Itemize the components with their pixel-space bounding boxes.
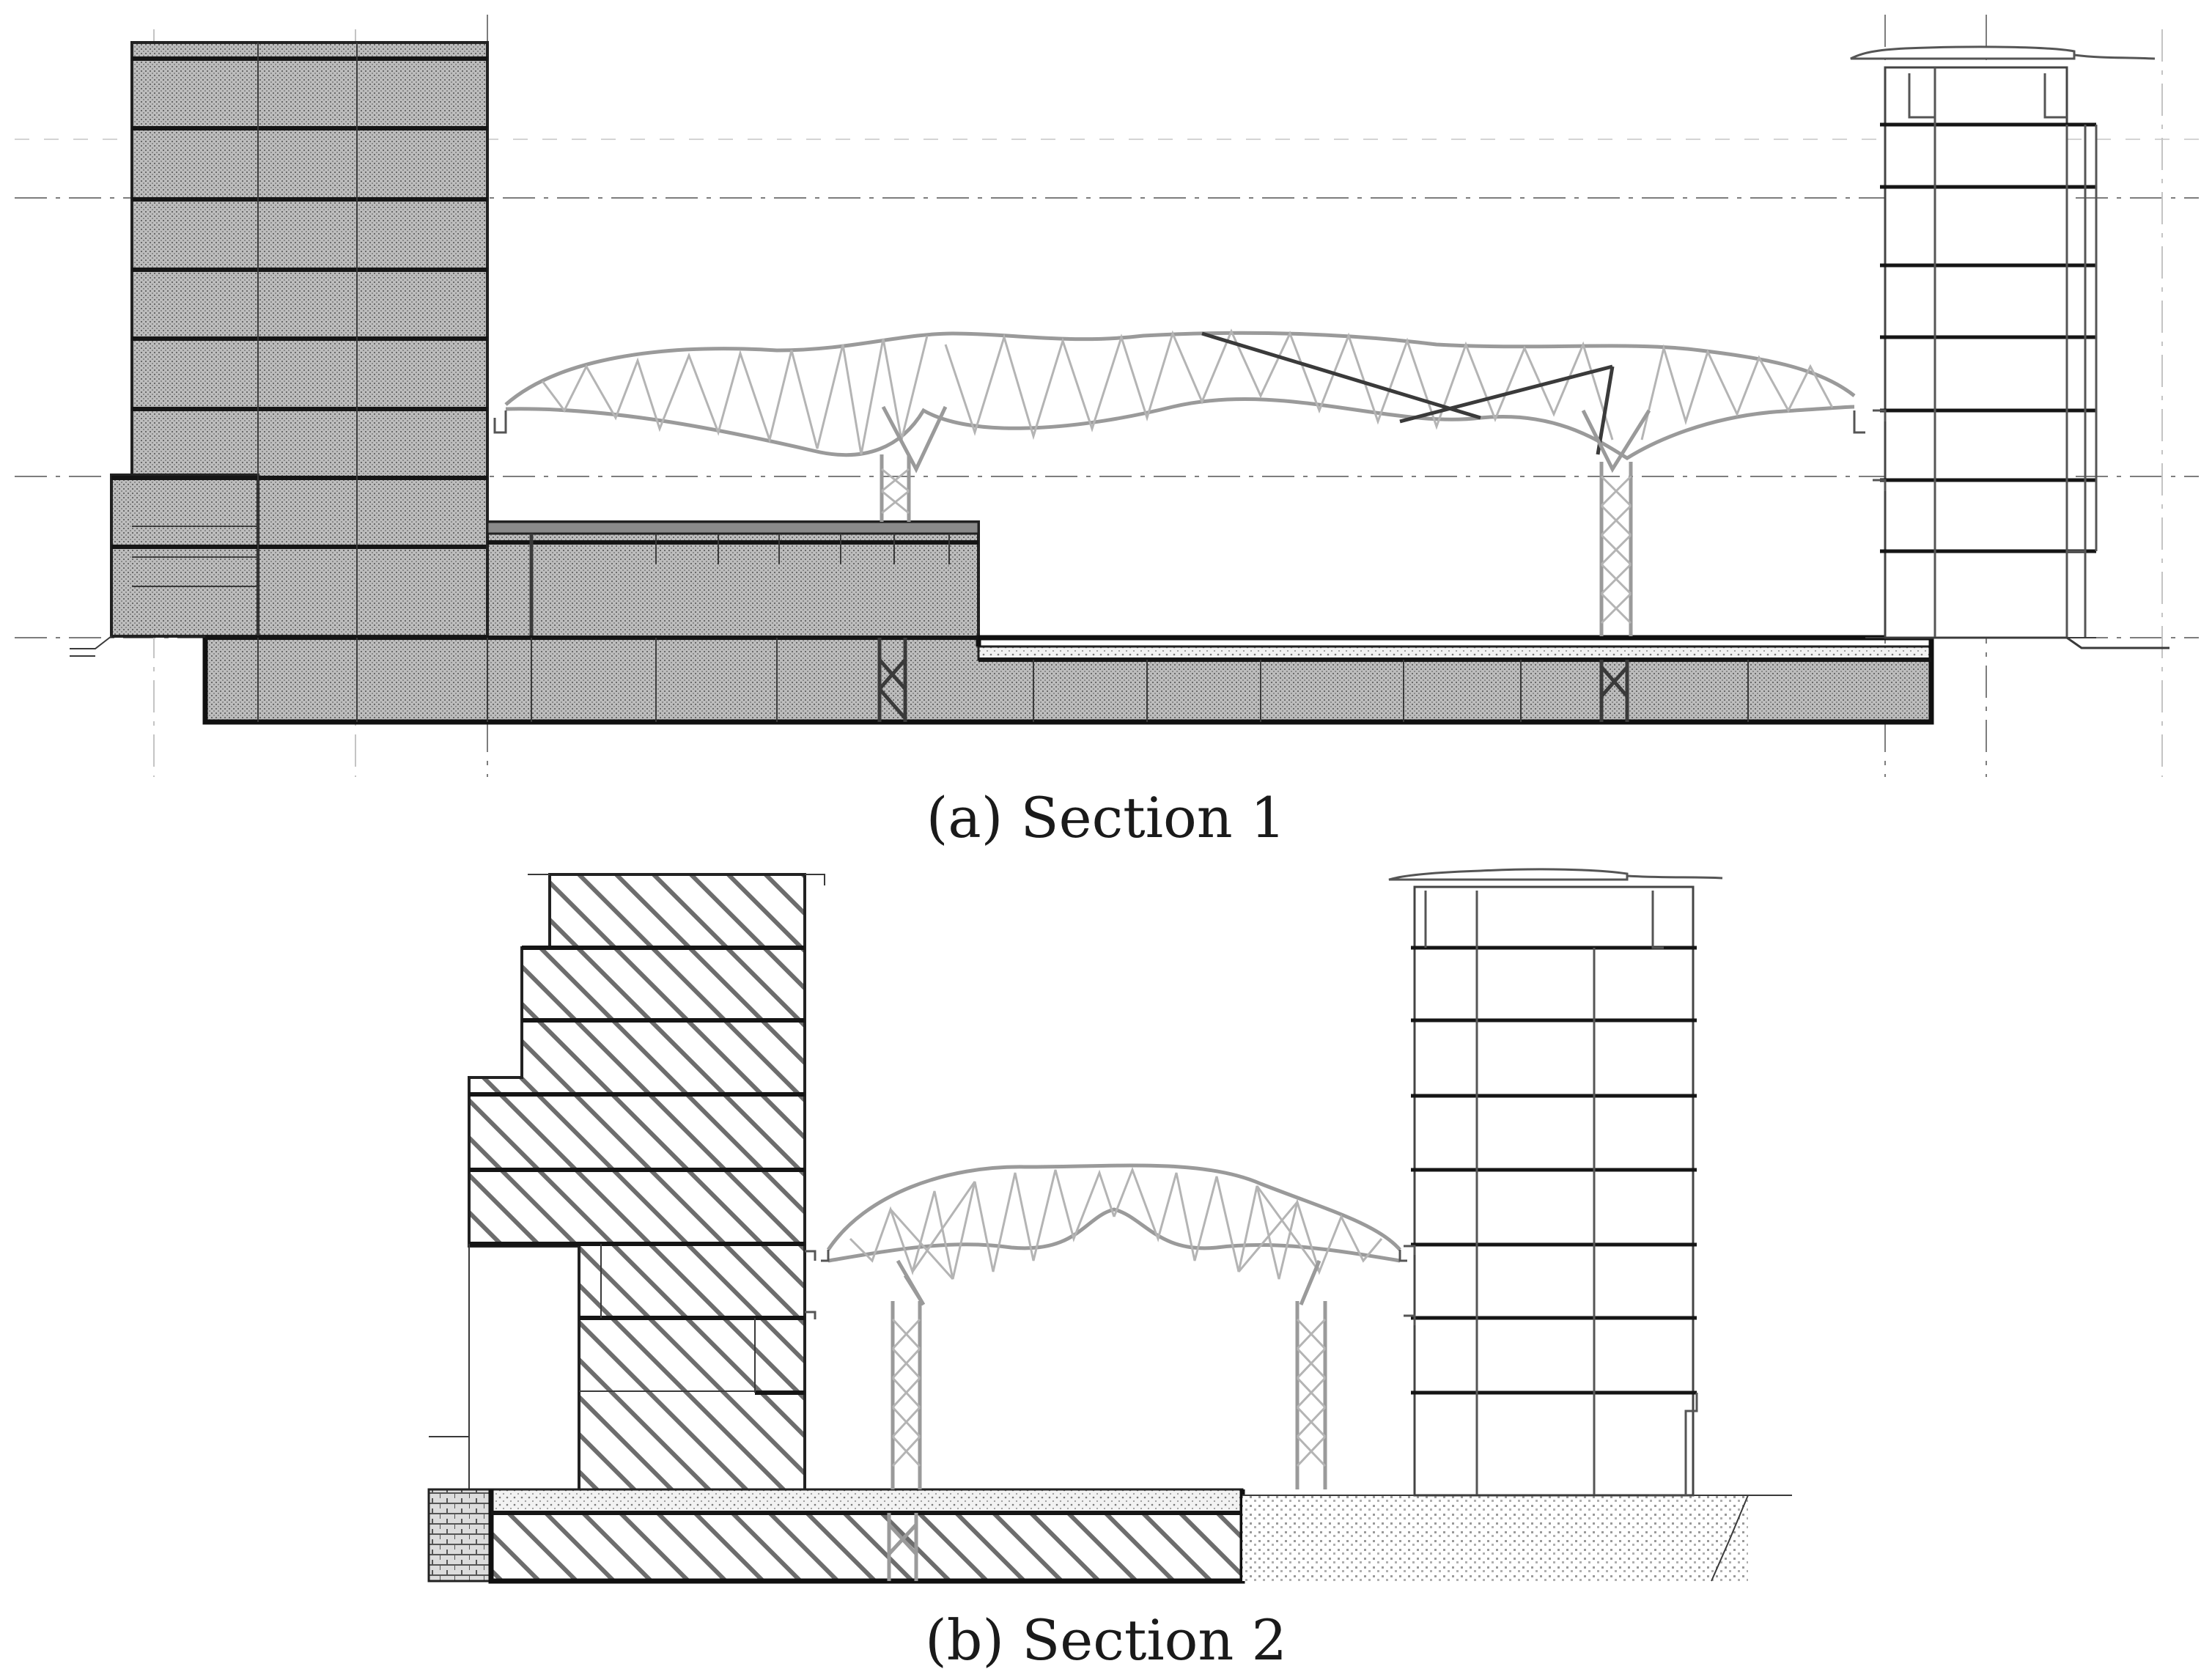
left-tower-section-1 — [70, 41, 489, 657]
canopy-column-right-section-2 — [1295, 1301, 1327, 1489]
caption-section-2: (b) Section 2 — [925, 1607, 1287, 1673]
right-tower-section-2 — [1388, 868, 1723, 1497]
canopy-column-right-section-1 — [1599, 462, 1633, 636]
caption-section-1: (a) Section 1 — [926, 785, 1286, 850]
basement-section-1 — [202, 635, 2169, 725]
left-tower-section-2 — [429, 873, 825, 1497]
right-tower-section-1 — [1850, 45, 2156, 639]
basement-section-2 — [427, 1488, 1792, 1584]
section-1-drawing — [15, 15, 2199, 777]
canopy-truss-section-2 — [821, 1163, 1407, 1306]
canopy-column-left-section-1 — [880, 454, 911, 522]
canopy-column-left-section-2 — [891, 1301, 922, 1489]
podium-block-section-1 — [486, 520, 980, 639]
canopy-truss-section-1 — [493, 328, 1865, 474]
section-2-drawing — [427, 868, 1792, 1584]
